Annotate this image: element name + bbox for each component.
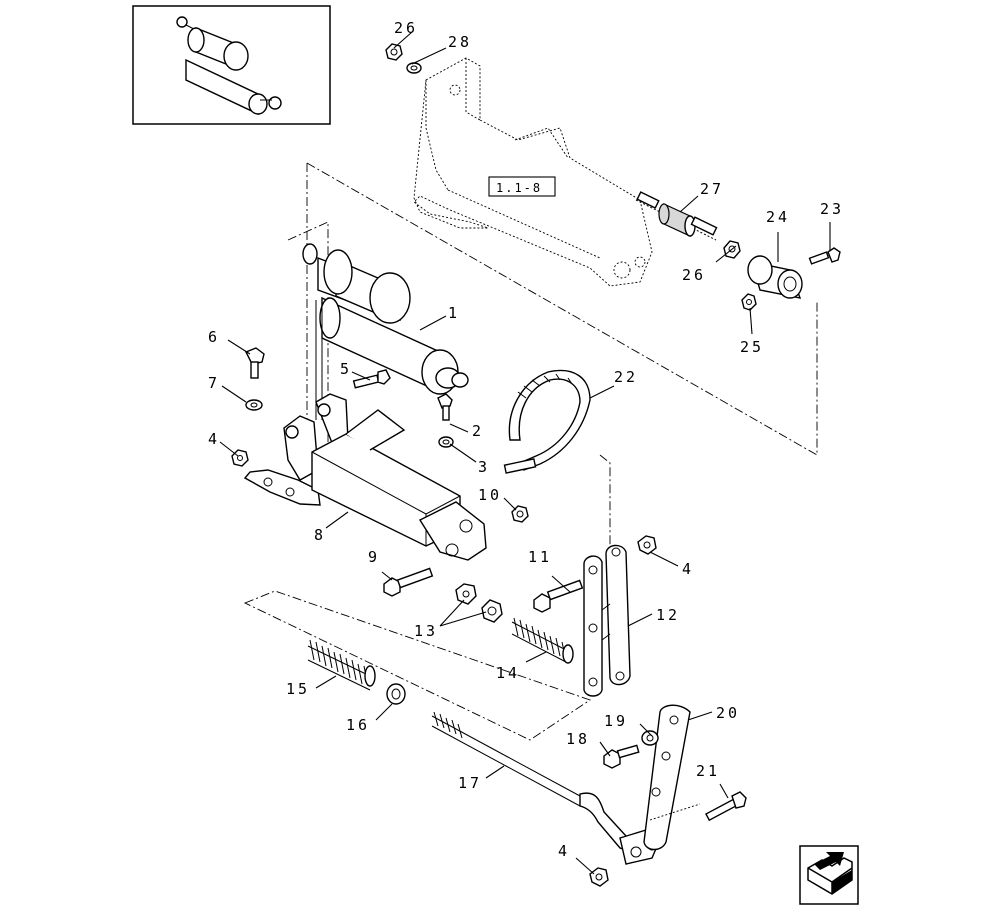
part-12-link xyxy=(583,544,631,697)
callout-19: 19 xyxy=(604,712,628,730)
callout-7: 7 xyxy=(208,374,220,392)
callout-8: 8 xyxy=(314,526,326,544)
callout-23: 23 xyxy=(820,200,844,218)
callout-4-left: 4 xyxy=(208,430,220,448)
callout-21: 21 xyxy=(696,762,720,780)
part-14-spring xyxy=(511,617,574,664)
callout-10: 10 xyxy=(478,486,502,504)
part-6-bolt xyxy=(245,347,265,379)
callout-17: 17 xyxy=(458,774,482,792)
callout-26-top: 26 xyxy=(394,19,418,37)
part-7-washer xyxy=(245,399,263,411)
part-16-washer xyxy=(386,683,406,705)
callout-4-right: 4 xyxy=(682,560,694,578)
callout-27: 27 xyxy=(700,180,724,198)
part-1-cylinder xyxy=(302,243,469,420)
part-3-washer xyxy=(438,436,454,448)
reference-box: 1.1-8 xyxy=(488,176,556,197)
part-28-washer xyxy=(406,62,422,74)
part-4-nut-bottom xyxy=(589,867,609,887)
part-5-bolt xyxy=(352,369,391,389)
part-25-nut xyxy=(741,293,757,311)
callout-3: 3 xyxy=(478,458,490,476)
callout-13: 13 xyxy=(414,622,438,640)
part-19-washer xyxy=(641,730,659,746)
next-page-arrow-icon[interactable] xyxy=(799,845,859,905)
callout-leaders xyxy=(219,31,831,875)
callout-14: 14 xyxy=(496,664,520,682)
callout-12: 12 xyxy=(656,606,680,624)
callout-5: 5 xyxy=(340,360,352,378)
callout-11: 11 xyxy=(528,548,552,566)
part-11-bolt xyxy=(533,579,584,613)
part-24-spacer xyxy=(747,255,803,299)
callout-16: 16 xyxy=(346,716,370,734)
part-18-bolt xyxy=(603,744,640,769)
callout-4-bottom: 4 xyxy=(558,842,570,860)
callout-22: 22 xyxy=(614,368,638,386)
callout-18: 18 xyxy=(566,730,590,748)
inset-thumbnail xyxy=(132,5,331,125)
callout-20: 20 xyxy=(716,704,740,722)
callout-9: 9 xyxy=(368,548,380,566)
part-26-nut-top xyxy=(385,43,403,61)
part-23-bolt xyxy=(808,247,841,265)
part-2-bolt xyxy=(437,393,453,421)
callout-labels: 26 28 27 24 23 26 25 1 22 6 7 4 5 2 3 10… xyxy=(208,19,844,860)
callout-28: 28 xyxy=(448,33,472,51)
part-4-nut-right xyxy=(637,535,657,555)
part-27-bumper xyxy=(635,191,718,241)
callout-2: 2 xyxy=(472,422,484,440)
part-9-bolt xyxy=(383,567,434,597)
callout-25: 25 xyxy=(740,338,764,356)
callout-6: 6 xyxy=(208,328,220,346)
upper-mounting-bracket xyxy=(413,57,653,287)
callout-15: 15 xyxy=(286,680,310,698)
assembly-axis-line xyxy=(649,803,701,821)
callout-1: 1 xyxy=(448,304,460,322)
callout-24: 24 xyxy=(766,208,790,226)
part-20-lever xyxy=(643,704,691,851)
part-4-nut-left xyxy=(231,449,249,467)
reference-box-label: 1.1-8 xyxy=(496,181,542,195)
part-13-nuts xyxy=(455,583,503,623)
part-22-strap xyxy=(503,369,591,474)
callout-26-right: 26 xyxy=(682,266,706,284)
part-15-spring xyxy=(307,639,376,691)
part-8-frame xyxy=(243,393,487,561)
part-21-bolt xyxy=(705,791,747,822)
